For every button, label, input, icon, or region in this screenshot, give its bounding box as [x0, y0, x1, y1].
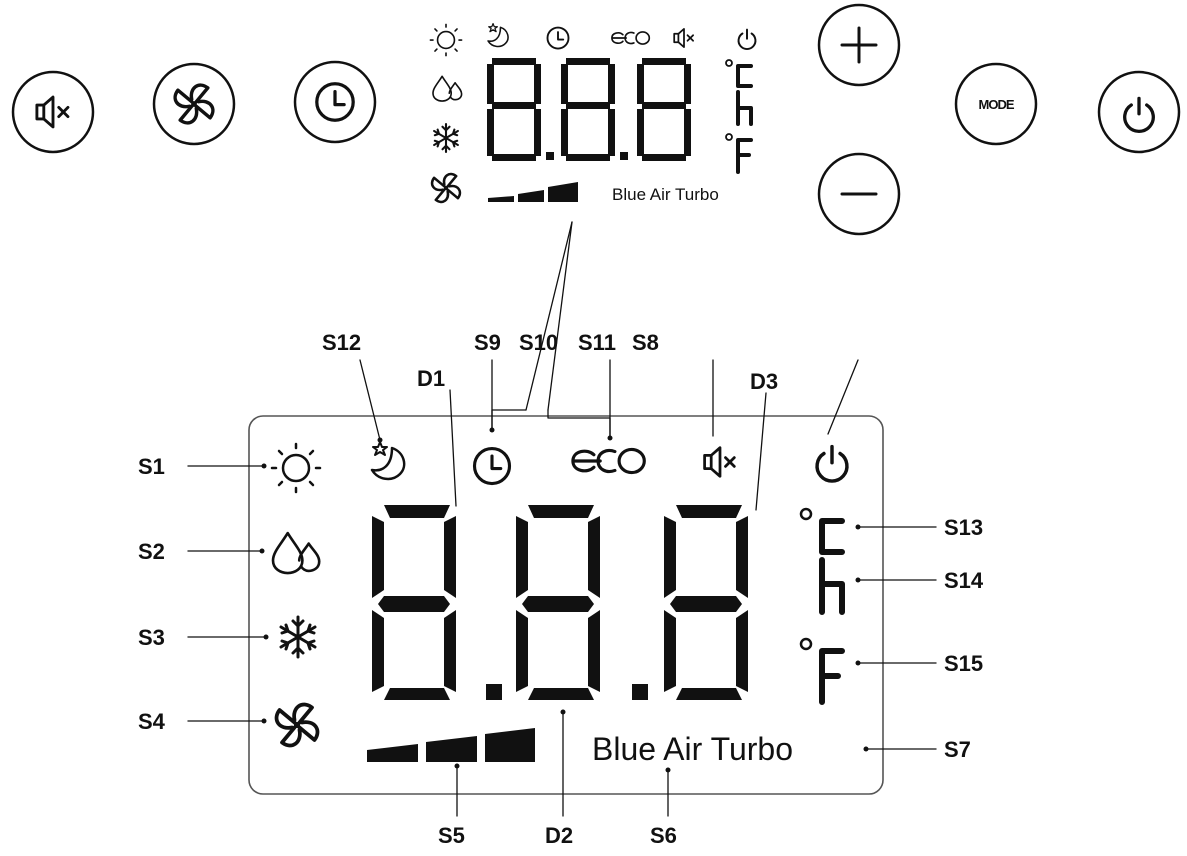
label-s1: S1	[138, 454, 165, 479]
label-s12: S12	[322, 330, 361, 355]
plus-button[interactable]	[817, 3, 901, 87]
fan-icon	[274, 702, 320, 748]
top-dot-2	[620, 152, 628, 160]
snowflake-icon	[279, 615, 317, 659]
main-display-panel	[248, 415, 884, 795]
main-digit-2	[516, 505, 600, 700]
power-icon	[1123, 96, 1155, 133]
callout-leaders	[187, 359, 937, 817]
power-button[interactable]	[1097, 70, 1181, 154]
label-s3: S3	[138, 625, 165, 650]
top-display: Blue Air Turbo	[429, 22, 757, 411]
eco-icon	[611, 31, 651, 45]
label-s11: S11	[578, 330, 616, 355]
fan-icon	[430, 172, 462, 204]
mute-icon	[703, 446, 736, 478]
top-fan-bars	[488, 182, 578, 202]
label-s8: S8	[632, 330, 659, 355]
sun-icon	[429, 23, 463, 57]
plus-icon	[840, 26, 878, 64]
moon-star-icon	[370, 440, 406, 481]
main-digit-1	[372, 505, 456, 700]
mute-icon	[673, 28, 694, 48]
label-s15: S15	[944, 651, 983, 676]
main-digits	[372, 505, 748, 700]
fan-icon	[173, 83, 215, 125]
droplets-icon	[432, 75, 463, 102]
label-d2: D2	[545, 823, 573, 848]
main-digit-3	[664, 505, 748, 700]
label-s9: S9	[474, 330, 501, 355]
top-mode-text: Blue Air Turbo	[612, 185, 719, 204]
label-s7: S7	[944, 737, 971, 762]
top-unit-c	[725, 59, 753, 88]
mute-button[interactable]	[11, 70, 95, 154]
power-icon	[737, 28, 757, 51]
mode-text: Blue Air Turbo	[592, 731, 793, 767]
mute-icon	[35, 95, 70, 129]
power-icon	[815, 444, 849, 483]
moon-star-icon	[487, 22, 509, 48]
main-dot-1	[486, 684, 502, 700]
label-s5: S5	[438, 823, 465, 848]
label-d1: D1	[417, 366, 445, 391]
top-dot-1	[546, 152, 554, 160]
top-digit-3	[637, 58, 691, 161]
clock-icon	[546, 26, 570, 50]
fan-speed-bars	[367, 728, 535, 762]
main-dot-2	[632, 684, 648, 700]
timer-button[interactable]	[293, 60, 377, 144]
unit-celsius	[799, 507, 845, 555]
minus-button[interactable]	[817, 152, 901, 236]
top-digit-2	[561, 58, 615, 161]
top-digits	[487, 58, 691, 161]
mode-button-label: MODE	[979, 97, 1015, 112]
droplets-icon	[271, 531, 321, 575]
top-unit-f	[725, 133, 753, 174]
label-s6: S6	[650, 823, 677, 848]
unit-fahrenheit	[799, 637, 845, 705]
callout-dots	[259, 427, 869, 773]
label-s10: S10	[519, 330, 558, 355]
eco-icon	[571, 447, 646, 475]
fan-speed-button[interactable]	[152, 62, 236, 146]
top-digit-1	[487, 58, 541, 161]
label-s14: S14	[944, 568, 984, 593]
label-s2: S2	[138, 539, 165, 564]
snowflake-icon	[433, 122, 459, 154]
clock-icon	[472, 446, 512, 486]
top-unit-h	[736, 90, 753, 126]
sun-icon	[270, 442, 322, 494]
mode-button[interactable]: MODE	[954, 62, 1038, 146]
callout-labels: S1 S2 S3 S4 S5 D2 S6 S7 S13 S14 S15 S12 …	[138, 330, 984, 848]
label-s13: S13	[944, 515, 983, 540]
clock-icon	[315, 82, 355, 122]
label-s4: S4	[138, 709, 166, 734]
label-d3: D3	[750, 369, 778, 394]
unit-hour	[819, 557, 845, 615]
